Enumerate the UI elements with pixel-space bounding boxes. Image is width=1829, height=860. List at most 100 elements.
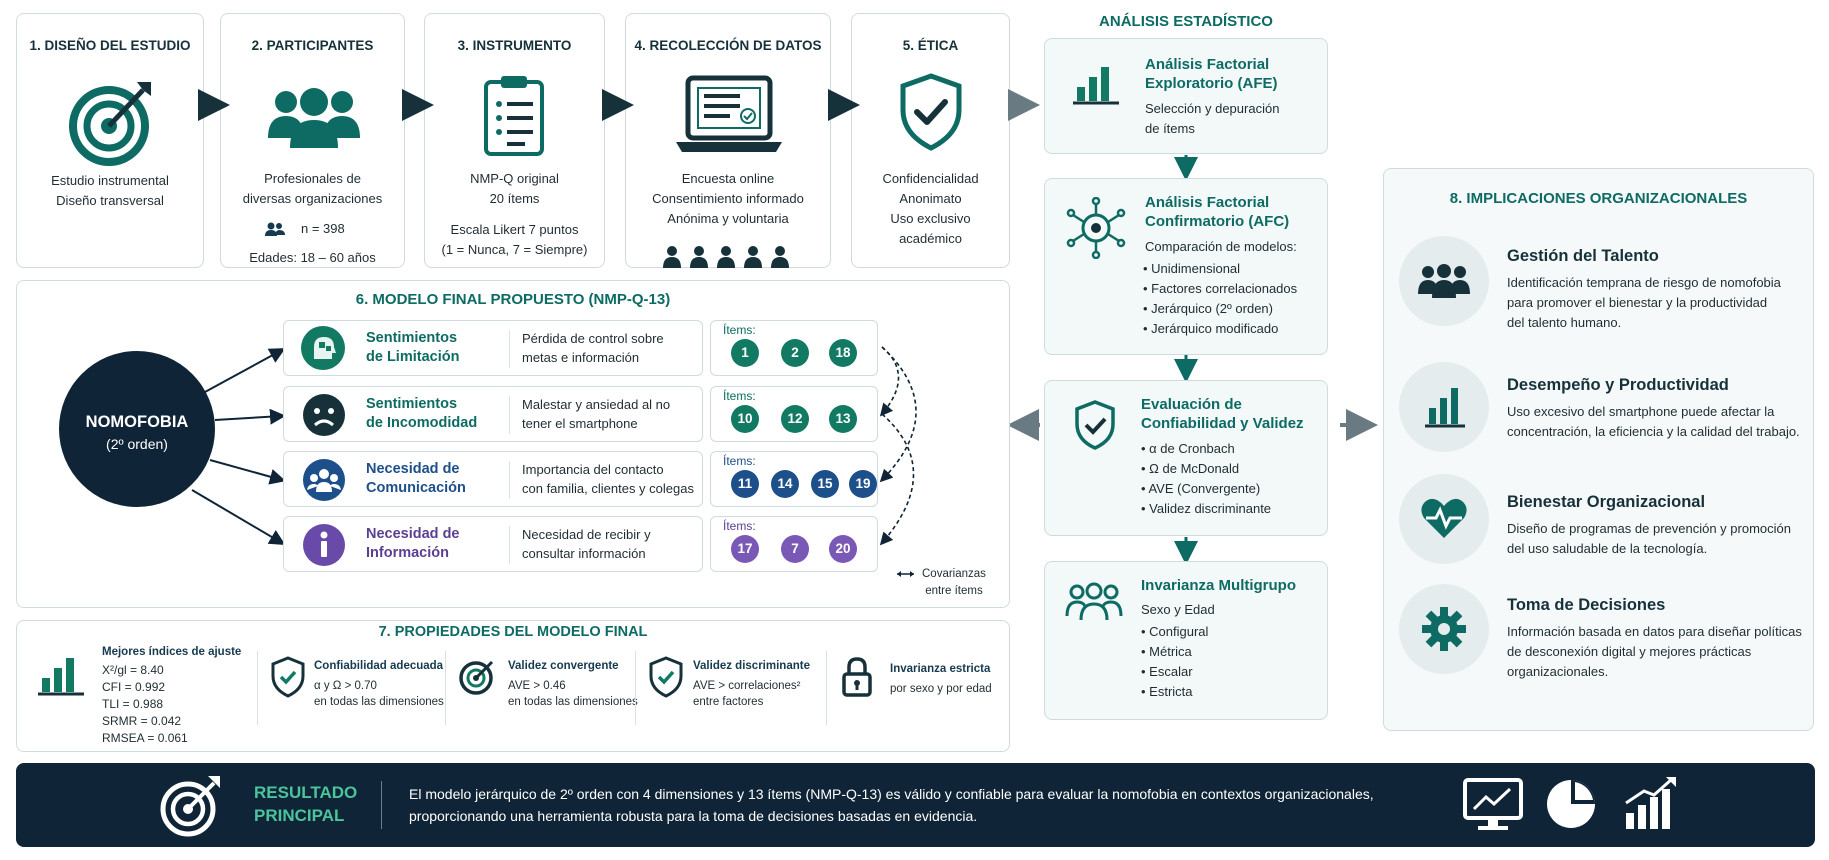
items-information: Ítems: 17 7 20 bbox=[710, 516, 878, 572]
sad-face-icon bbox=[303, 394, 345, 436]
impl-desc: Información basada en datos para diseñar… bbox=[1507, 624, 1802, 639]
dimension-name: de Incomodidad bbox=[366, 415, 478, 431]
covariance-arc bbox=[879, 413, 915, 546]
monitor-chart-icon bbox=[1463, 778, 1523, 830]
item-circle: 1 bbox=[731, 339, 759, 367]
step-line: Profesionales de bbox=[264, 171, 361, 186]
step-design: 1. DISEÑO DEL ESTUDIO Estudio instrument… bbox=[16, 13, 204, 268]
fit-index: RMSEA = 0.061 bbox=[102, 731, 188, 745]
shield-check-icon bbox=[900, 73, 962, 151]
result-label: PRINCIPAL bbox=[254, 806, 345, 825]
impl-icon-bg bbox=[1399, 474, 1489, 564]
fit-index: CFI = 0.992 bbox=[102, 680, 166, 694]
dimension-name: Necesidad de bbox=[366, 461, 460, 477]
item-circle: 14 bbox=[771, 470, 799, 498]
items-communication: Ítems: 11 14 15 19 bbox=[710, 451, 878, 507]
loading-arrow bbox=[191, 489, 286, 546]
step-title: 3. INSTRUMENTO bbox=[457, 38, 572, 53]
dimension-desc: tener el smartphone bbox=[522, 416, 638, 431]
laptop-survey-icon bbox=[676, 75, 782, 152]
result-text: El modelo jerárquico de 2º orden con 4 d… bbox=[409, 786, 1374, 802]
target-icon bbox=[160, 776, 220, 837]
dimension-desc: con familia, clientes y colegas bbox=[522, 481, 694, 496]
item-circle: 15 bbox=[811, 470, 839, 498]
dimension-information: Necesidad de Información Necesidad de re… bbox=[283, 516, 703, 572]
impl-desc: Uso excesivo del smartphone puede afecta… bbox=[1507, 404, 1775, 419]
step-title: 4. RECOLECCIÓN DE DATOS bbox=[634, 38, 822, 53]
reliability-line: en todas las dimensiones bbox=[314, 696, 444, 708]
item-circle: 17 bbox=[731, 535, 759, 563]
step-line: Anónima y voluntaria bbox=[667, 211, 789, 226]
nomofobia-node: NOMOFOBIA (2º orden) bbox=[59, 351, 215, 507]
impl-desc: concentración, la eficiencia y la calida… bbox=[1507, 424, 1800, 439]
team-icon bbox=[1418, 264, 1470, 298]
step-line: Confidencialidad bbox=[882, 171, 979, 186]
dimension-desc: Malestar y ansiedad al no bbox=[522, 397, 671, 412]
item-circle: 19 bbox=[849, 470, 877, 498]
loading-arrow bbox=[204, 348, 286, 393]
step-title: 5. ÉTICA bbox=[902, 38, 959, 53]
invariance-level: Configural bbox=[1149, 624, 1209, 639]
reliability-item: Ω de McDonald bbox=[1149, 461, 1240, 476]
step-line: Diseño transversal bbox=[56, 193, 164, 208]
invariance-level: Estricta bbox=[1149, 684, 1193, 699]
dimension-name: Sentimientos bbox=[366, 396, 458, 412]
step-line: académico bbox=[899, 231, 962, 246]
invariance-box: Invarianza Multigrupo Sexo y Edad • Conf… bbox=[1044, 561, 1328, 720]
info-icon bbox=[303, 524, 345, 566]
fit-index: SRMR = 0.042 bbox=[102, 714, 182, 728]
implications-title: 8. IMPLICACIONES ORGANIZACIONALES bbox=[1449, 190, 1748, 207]
invariance-level: Métrica bbox=[1149, 644, 1192, 659]
invariance-intro: Sexo y Edad bbox=[1141, 602, 1215, 617]
pie-chart-icon bbox=[1547, 780, 1595, 828]
item-circle: 7 bbox=[781, 535, 809, 563]
legend-text: Covarianzas bbox=[922, 568, 986, 580]
item-circle: 18 bbox=[829, 339, 857, 367]
reliability-title: Confiabilidad adecuada bbox=[314, 660, 444, 672]
impl-title: Desempeño y Productividad bbox=[1507, 376, 1729, 394]
dimension-name: Necesidad de bbox=[366, 526, 460, 542]
dimension-desc: Importancia del contacto bbox=[522, 462, 664, 477]
bar-chart-icon bbox=[38, 658, 84, 696]
impl-desc: Diseño de programas de prevención y prom… bbox=[1507, 521, 1791, 536]
result-text: proporcionando una herramienta robusta p… bbox=[409, 808, 978, 824]
people-icon bbox=[268, 88, 360, 148]
afc-model: Unidimensional bbox=[1151, 261, 1241, 276]
invariance-title: Invarianza estricta bbox=[890, 663, 991, 675]
dimension-desc: consultar información bbox=[522, 546, 646, 561]
discriminant-title: Validez discriminante bbox=[693, 660, 810, 672]
gear-icon bbox=[1422, 607, 1466, 651]
invariance-level: Escalar bbox=[1149, 664, 1193, 679]
item-circle: 12 bbox=[781, 405, 809, 433]
covariance-arc bbox=[879, 346, 917, 483]
fit-title: Mejores índices de ajuste bbox=[102, 646, 242, 658]
items-discomfort: Ítems: 10 12 13 bbox=[710, 386, 878, 442]
impl-title: Toma de Decisiones bbox=[1507, 596, 1666, 614]
step-line: Uso exclusivo bbox=[890, 211, 971, 226]
impl-icon-bg bbox=[1399, 236, 1489, 326]
impl-desc: para promover el bienestar y la producti… bbox=[1507, 295, 1768, 310]
impl-title: Gestión del Talento bbox=[1507, 247, 1659, 265]
impl-desc: organizacionales. bbox=[1507, 664, 1609, 679]
reliability-item: α de Cronbach bbox=[1149, 441, 1235, 456]
scale-line: (1 = Nunca, 7 = Siempre) bbox=[441, 242, 588, 257]
ages: Edades: 18 – 60 años bbox=[249, 250, 376, 265]
discriminant-line: entre factores bbox=[693, 696, 764, 708]
invariance-line: por sexo y por edad bbox=[890, 683, 992, 695]
step-line: Encuesta online bbox=[681, 171, 775, 186]
dimension-discomfort: Sentimientos de Incomodidad Malestar y a… bbox=[283, 386, 703, 442]
items-label: Ítems: bbox=[723, 454, 756, 468]
model-title: 6. MODELO FINAL PROPUESTO (NMP-Q-13) bbox=[355, 291, 671, 308]
dimension-name: Información bbox=[366, 545, 449, 561]
afc-model: Factores correlacionados bbox=[1151, 281, 1298, 296]
dimension-name: Comunicación bbox=[366, 480, 466, 496]
discriminant-line: AVE > correlaciones² bbox=[693, 680, 801, 692]
scale-line: Escala Likert 7 puntos bbox=[450, 222, 579, 237]
reliability-title: Confiabilidad y Validez bbox=[1141, 415, 1304, 432]
impl-desc: de desconexión digital y mejores práctic… bbox=[1507, 644, 1752, 659]
impl-desc: del uso saludable de la tecnología. bbox=[1507, 541, 1708, 556]
dimension-desc: metas e información bbox=[522, 350, 640, 365]
fit-index: TLI = 0.988 bbox=[102, 697, 164, 711]
impl-icon-bg bbox=[1399, 584, 1489, 674]
